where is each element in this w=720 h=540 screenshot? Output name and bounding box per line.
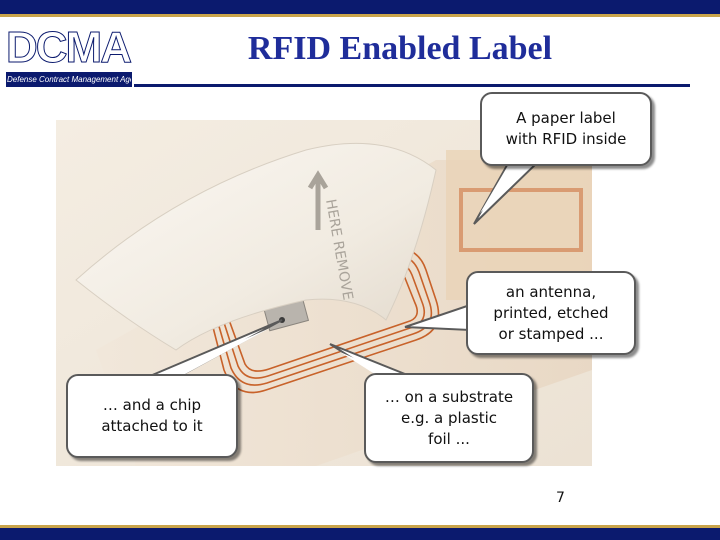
paper-arrow [307,170,329,230]
logo-wordmark: DCMA [6,23,133,72]
bottom-accent-line [0,525,720,528]
dcma-logo: DCMA Defense Contract Management Agency [6,23,133,88]
slide-title: RFID Enabled Label [247,30,553,67]
logo-agency-name: Defense Contract Management Agency [6,72,132,87]
title-underline [134,84,690,87]
page-number: 7 [556,490,565,506]
chip-die [279,317,285,323]
top-banner [0,0,720,14]
callout-chip: … and a chip attached to it [66,374,238,458]
callout-substrate: … on a substrate e.g. a plastic foil ... [364,373,534,463]
bottom-banner [0,528,720,540]
callout-antenna: an antenna, printed, etched or stamped .… [466,271,636,355]
top-accent-line [0,14,720,17]
callout-paper-label: A paper label with RFID inside [480,92,652,166]
